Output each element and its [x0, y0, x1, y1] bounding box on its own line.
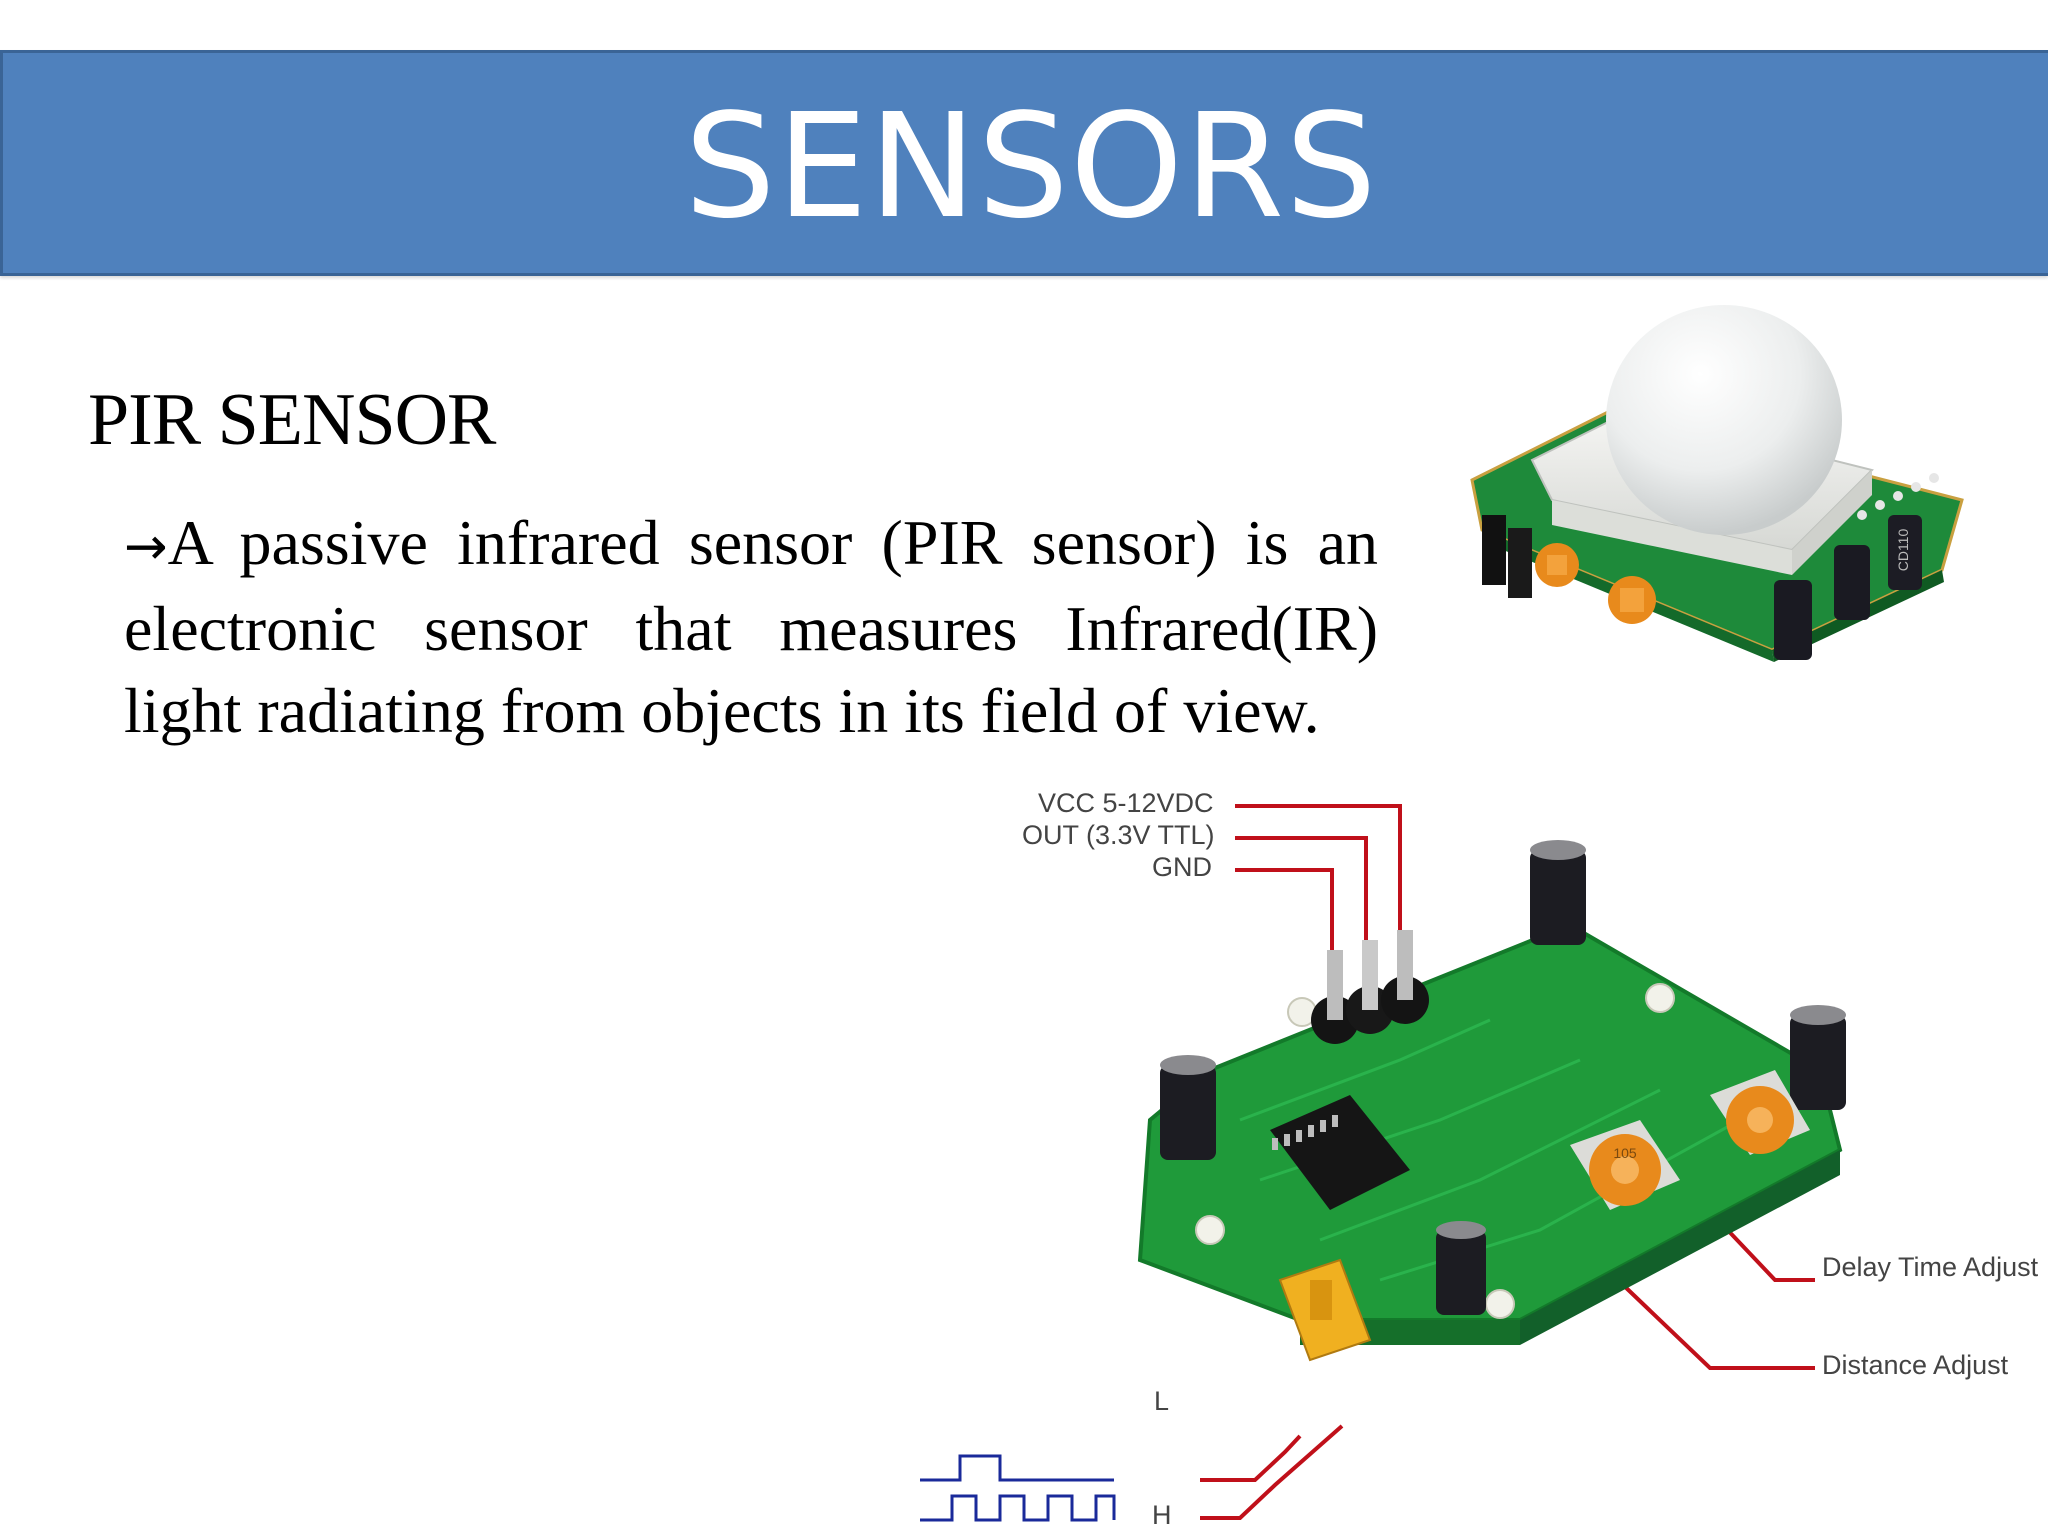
low-mode-label: L	[1154, 1386, 1170, 1416]
capacitor-marking: CD110	[1895, 529, 1911, 572]
arrow-icon: →	[124, 517, 168, 577]
high-mode-label: H	[1152, 1500, 1172, 1530]
low-mode-waveform	[920, 1454, 1114, 1482]
high-mode-leader-line	[1200, 1424, 1344, 1520]
gnd-pin-label: GND	[1152, 852, 1212, 882]
gnd-leader-line	[1235, 868, 1334, 954]
high-mode-waveform	[920, 1494, 1116, 1522]
delay-time-adjust-label: Delay Time Adjust	[1822, 1252, 2039, 1282]
pir-board-diagram: 105	[920, 804, 1846, 1522]
description-text: A passive infrared sensor (PIR sensor) i…	[124, 507, 1378, 746]
vcc-leader-line	[1235, 804, 1402, 942]
distance-adjust-label: Distance Adjust	[1822, 1350, 2009, 1380]
distance-leader-line	[1618, 1280, 1815, 1370]
potentiometers: 105	[1570, 1070, 1810, 1210]
slide-title: SENSORS	[684, 82, 1378, 250]
pot-marking: 105	[1613, 1145, 1637, 1161]
vcc-pin-label: VCC 5-12VDC	[1038, 788, 1214, 818]
description-paragraph: →A passive infrared sensor (PIR sensor) …	[124, 502, 1378, 752]
pir-sensor-photo: CD110	[1470, 305, 1964, 662]
title-bar: SENSORS	[0, 50, 2048, 276]
pin-header	[1311, 930, 1429, 1044]
low-mode-leader-line	[1200, 1434, 1302, 1482]
out-pin-label: OUT (3.3V TTL)	[1022, 820, 1215, 850]
section-heading: PIR SENSOR	[88, 379, 496, 461]
delay-leader-line	[1718, 1220, 1815, 1282]
out-leader-line	[1235, 836, 1368, 948]
mode-jumper	[1278, 1258, 1372, 1362]
capacitors	[1160, 840, 1846, 1315]
